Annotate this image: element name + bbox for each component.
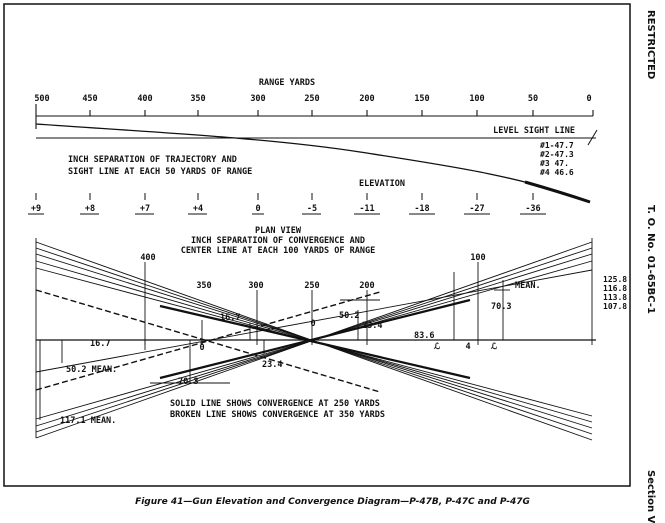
elevation-value-250: -5: [307, 204, 317, 214]
measure-117-1-mean: 117.1 MEAN.: [60, 416, 116, 426]
separation-note-2: SIGHT LINE AT EACH 50 YARDS OF RANGE: [68, 167, 252, 177]
right-value-3: 113.8: [603, 293, 627, 302]
measure-50-2-mean: 50.2 MEAN.: [66, 365, 117, 375]
plan-range-400: 400: [140, 253, 155, 263]
right-values: 125.8 116.8 113.8 107.8: [603, 275, 627, 311]
elevation-value-200: -11: [359, 204, 374, 214]
right-value-1: 125.8: [603, 275, 627, 284]
mean-label-right: MEAN.: [515, 281, 541, 291]
gun-value-2: #2-47.3: [540, 150, 574, 159]
level-sight-line-label: LEVEL SIGHT LINE: [493, 126, 575, 136]
elevation-ticks: [35, 193, 534, 200]
separation-note-1: INCH SEPARATION OF TRAJECTORY AND: [68, 155, 237, 165]
range-tick-300: 300: [250, 94, 265, 104]
elevation-value-300: 0: [255, 204, 260, 214]
range-tick-100: 100: [469, 94, 484, 104]
trajectory-curve: [35, 123, 591, 203]
plan-view-title: PLAN VIEW: [255, 226, 302, 236]
plan-range-300: 300: [248, 281, 263, 291]
right-value-4: 107.8: [603, 302, 627, 311]
elevation-values: +9 +8 +7 +4 0 -5 -11 -18 -27 -36: [31, 204, 541, 214]
plan-range-lines: [35, 238, 593, 438]
diagram-frame: [3, 3, 631, 487]
centerline-mark-1: ℒ: [434, 342, 441, 352]
measure-23-4-right: 23.4: [362, 321, 382, 331]
plan-range-200: 200: [359, 281, 374, 291]
range-tick-50: 50: [528, 94, 538, 104]
section-label: Section V: [645, 470, 656, 523]
gun-value-1: #1-47.7: [540, 141, 574, 150]
elevation-title: ELEVATION: [359, 179, 405, 189]
plan-range-350: 350: [196, 281, 211, 291]
elevation-value-450: +8: [85, 204, 95, 214]
plan-range-labels: 400 350 300 250 200 100: [140, 253, 485, 291]
centerline-mark-2: 4: [465, 342, 470, 352]
measure-50-2-upper: 50.2: [339, 311, 359, 321]
plan-view-subtitle-1: INCH SEPARATION OF CONVERGENCE AND: [191, 236, 365, 246]
range-tick-400: 400: [137, 94, 152, 104]
measure-zero-350: 0: [199, 343, 204, 353]
convergence-note-solid: SOLID LINE SHOWS CONVERGENCE AT 250 YARD…: [170, 399, 380, 409]
centerline-mark-3: ℒ: [491, 342, 498, 352]
range-tick-0: 0: [586, 94, 591, 104]
range-tick-150: 150: [414, 94, 429, 104]
measure-16-7-left: 16.7: [90, 339, 110, 349]
figure-caption: Figure 41—Gun Elevation and Convergence …: [135, 497, 530, 507]
measure-70-3-right: 70.3: [491, 302, 511, 312]
range-ticks: 500 450 400 350 300 250 200 150 100 50 0: [34, 94, 591, 104]
trajectory-curve-end: [524, 180, 591, 204]
plan-measurements: 16.7 16.7 50.2 50.2 MEAN. 23.4 23.4 83.6…: [60, 302, 511, 426]
elevation-value-50: -36: [525, 204, 540, 214]
gun-values: #1-47.7 #2-47.3 #3 47. #4 46.6: [540, 141, 574, 177]
elevation-value-150: -18: [414, 204, 429, 214]
measure-23-4-lower: 23.4: [262, 360, 282, 370]
range-scale: [35, 104, 594, 129]
measure-70-3-lower: 70.3: [178, 377, 198, 387]
range-tick-500: 500: [34, 94, 49, 104]
solid-convergence-lines: [159, 298, 471, 380]
gun-value-3: #3 47.: [540, 159, 569, 168]
elevation-value-400: +7: [140, 204, 150, 214]
measure-83-6: 83.6: [414, 331, 434, 341]
elevation-value-100: -27: [469, 204, 484, 214]
measurement-arrows: [39, 272, 510, 420]
right-value-2: 116.8: [603, 284, 627, 293]
range-tick-350: 350: [190, 94, 205, 104]
range-yards-title: RANGE YARDS: [259, 78, 315, 88]
sight-line-end-mark: [587, 129, 598, 146]
centerline-marks: ℒ 4 ℒ: [434, 342, 498, 352]
range-tick-250: 250: [304, 94, 319, 104]
plan-view-subtitle-2: CENTER LINE AT EACH 100 YARDS OF RANGE: [181, 246, 375, 256]
restricted-label: RESTRICTED: [645, 10, 656, 79]
convergence-note-broken: BROKEN LINE SHOWS CONVERGENCE AT 350 YAR…: [170, 410, 385, 420]
elevation-value-350: +4: [193, 204, 203, 214]
range-tick-450: 450: [82, 94, 97, 104]
measure-16-7-upper: 16.7: [220, 313, 240, 323]
plan-range-100: 100: [470, 253, 485, 263]
elevation-value-500: +9: [31, 204, 41, 214]
plan-range-250: 250: [304, 281, 319, 291]
doc-number-label: T. O. No. 01-65BC-1: [645, 205, 656, 314]
measure-zero-250: 0: [310, 319, 315, 329]
broken-convergence-lines: [35, 289, 381, 393]
range-tick-200: 200: [359, 94, 374, 104]
gun-value-4: #4 46.6: [540, 168, 574, 177]
